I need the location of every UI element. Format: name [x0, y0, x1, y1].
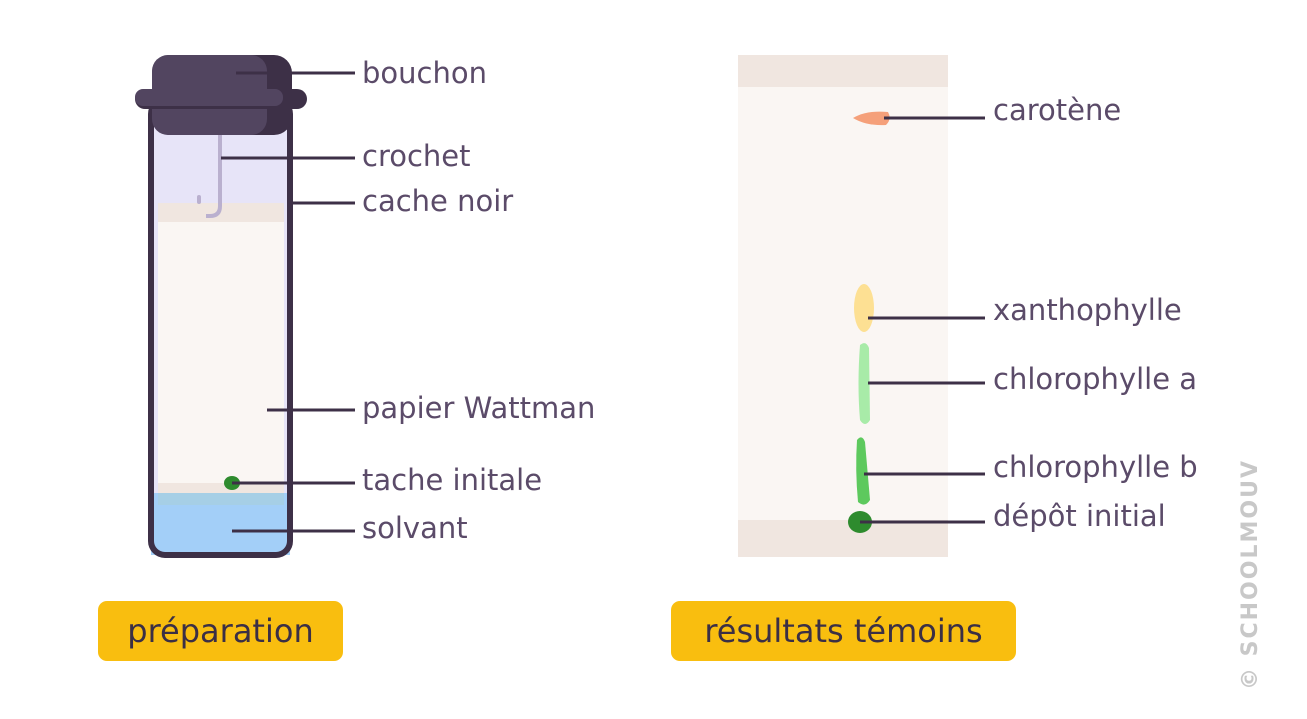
label-crochet: crochet: [362, 139, 471, 173]
badge-preparation: préparation: [98, 601, 343, 661]
label-chlorophylle-b: chlorophylle b: [993, 450, 1198, 484]
label-tache: tache initale: [362, 463, 543, 497]
label-cache-noir: cache noir: [362, 184, 514, 218]
label-bouchon: bouchon: [362, 56, 487, 90]
label-solvant: solvant: [362, 511, 468, 545]
chlorophylle-b-spot: [856, 437, 870, 505]
badge-resultats: résultats témoins: [671, 601, 1016, 661]
paper-cache: [158, 203, 284, 222]
hook: [206, 135, 222, 218]
xanthophylle-spot: [854, 284, 874, 332]
strip: [738, 55, 948, 557]
label-carotene: carotène: [993, 93, 1122, 127]
paper: [158, 203, 284, 493]
chlorophylle-a-spot: [858, 343, 870, 424]
watermark: © SCHOOLMOUV: [1238, 459, 1263, 690]
results-leader-lines: [860, 116, 985, 524]
label-depot: dépôt initial: [993, 499, 1166, 533]
label-chlorophylle-a: chlorophylle a: [993, 362, 1198, 396]
carotene-spot: [853, 111, 890, 126]
tube: [135, 55, 307, 558]
label-xanthophylle: xanthophylle: [993, 293, 1182, 327]
label-papier: papier Wattman: [362, 391, 596, 425]
prep-leader-lines: [221, 71, 355, 533]
